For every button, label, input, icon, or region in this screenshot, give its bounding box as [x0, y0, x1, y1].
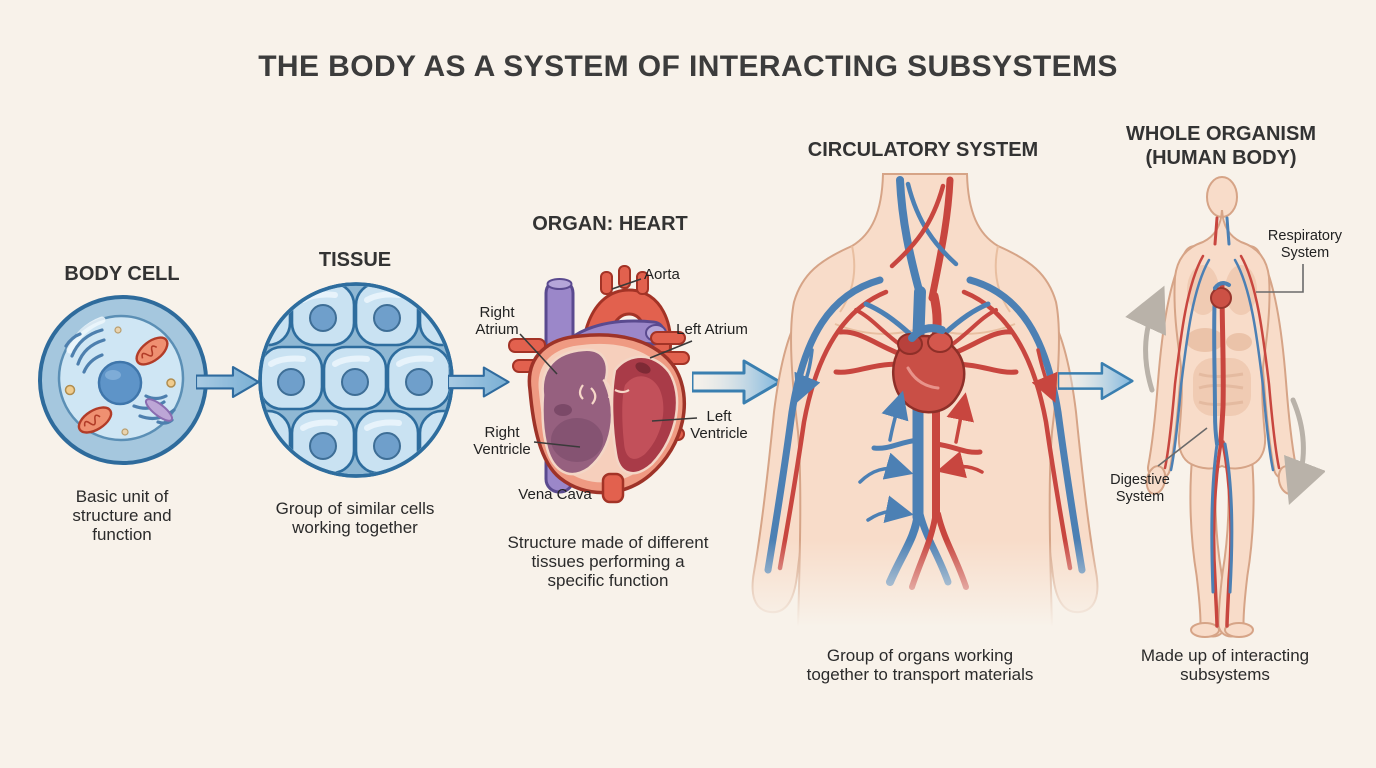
section-heading-body-cell: BODY CELL [64, 263, 180, 285]
label-left-ventricle: Left Ventricle [690, 408, 748, 442]
page-title: THE BODY AS A SYSTEM OF INTERACTING SUBS… [258, 50, 1118, 83]
section-heading-whole-organism: WHOLE ORGANISM (HUMAN BODY) [1115, 122, 1327, 170]
nucleus [97, 360, 143, 406]
caption-line: tissues performing a [531, 552, 685, 571]
caption-circulatory: Group of organs working together to tran… [795, 646, 1045, 684]
body-cell-illustration [38, 295, 208, 465]
arm-vessels [764, 276, 1086, 574]
caption-line: Basic unit of [75, 487, 169, 506]
caption-organ-heart: Structure made of different tissues perf… [498, 533, 718, 590]
flow-direction-arrows [794, 348, 1058, 523]
label-right-atrium: Right Atrium [475, 304, 519, 338]
caption-line: structure and [72, 506, 172, 525]
mitochondrion [77, 406, 113, 434]
neck-vessels [889, 176, 959, 302]
caption-line: together to transport materials [806, 665, 1034, 684]
flow-arrow-icon [448, 366, 510, 398]
vesicle [64, 384, 76, 396]
golgi-organelle [144, 398, 174, 422]
caption-line: Group of organs working [826, 646, 1014, 665]
label-respiratory-system: Respiratory System [1267, 228, 1343, 261]
caption-line: Made up of interacting [1140, 646, 1310, 665]
circulatory-system-illustration [740, 173, 1110, 642]
heading-line: (HUMAN BODY) [1145, 147, 1297, 169]
label-right-ventricle: Right Ventricle [473, 424, 531, 458]
section-heading-circulatory: CIRCULATORY SYSTEM [807, 139, 1039, 161]
caption-line: function [92, 525, 152, 544]
caption-line: subsystems [1180, 665, 1270, 684]
section-heading-organ-heart: ORGAN: HEART [532, 213, 688, 235]
curved-down-arrow-icon [1284, 397, 1325, 506]
organism-heart [1210, 281, 1232, 309]
label-aorta: Aorta [644, 266, 680, 283]
flow-arrow-icon [196, 366, 260, 398]
caption-line: working together [292, 518, 418, 537]
flow-arrow-icon [692, 359, 782, 405]
mitochondrion [135, 336, 169, 366]
organism-vessels [1163, 216, 1281, 628]
vesicle [121, 428, 129, 436]
caption-line: Group of similar cells [275, 499, 435, 518]
organism-organs [1186, 265, 1257, 416]
label-vena-cava: Vena Cava [518, 486, 592, 503]
endoplasmic-reticulum [64, 328, 106, 374]
inferior-vessel-stub [601, 472, 625, 504]
caption-tissue: Group of similar cells working together [265, 499, 445, 537]
caption-whole-organism: Made up of interacting subsystems [1115, 646, 1335, 684]
label-left-atrium: Left Atrium [676, 321, 748, 338]
vesicle [114, 326, 122, 334]
cycle-arrows [1125, 285, 1325, 506]
curved-up-arrow-icon [1125, 285, 1167, 393]
tissue-illustration [258, 282, 454, 478]
caption-line: Structure made of different [507, 533, 709, 552]
flow-arrow-icon [1058, 362, 1134, 400]
heading-line: WHOLE ORGANISM [1126, 123, 1316, 145]
section-heading-tissue: TISSUE [318, 249, 392, 271]
label-digestive-system: Digestive System [1110, 472, 1170, 505]
vesicle [166, 378, 176, 388]
heart-valves [578, 379, 630, 405]
caption-line: specific function [547, 571, 669, 590]
caption-body-cell: Basic unit of structure and function [62, 487, 182, 544]
